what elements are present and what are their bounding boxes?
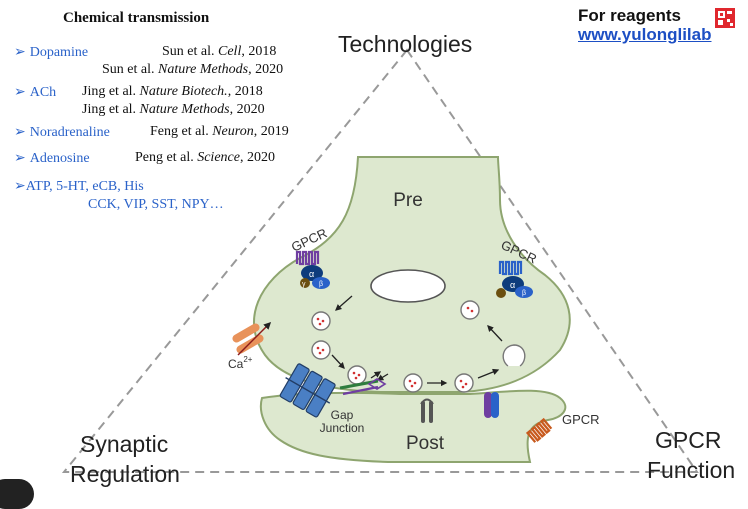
bullet-arrow-icon: ➢ <box>14 179 26 194</box>
corner-technologies: Technologies <box>338 31 473 57</box>
gap-junction-label-line2: Junction <box>320 421 365 435</box>
gap-junction-label-line1: Gap <box>331 408 354 422</box>
bullet-arrow-icon: ➢ <box>14 45 26 60</box>
citation: Peng et al. Science, 2020 <box>135 150 275 165</box>
vesicle <box>311 340 331 360</box>
citation: Sun et al. Cell, 2018 <box>162 44 277 59</box>
more-transmitters: ➢ATP, 5-HT, eCB, His CCK, VIP, SST, NPY… <box>14 179 224 212</box>
ionotropic-receptor-icon <box>484 392 499 418</box>
gpcr-post-label: GPCR <box>562 412 600 427</box>
gpcr-left-receptor-icon: α β γ <box>295 250 330 289</box>
reagents-label: For reagents <box>578 6 681 25</box>
corner-function: Function <box>647 457 736 483</box>
transmitter-name: Adenosine <box>29 151 90 166</box>
citation-line2: Jing et al. Nature Methods, 2020 <box>82 102 265 117</box>
corner-badge <box>0 479 34 509</box>
neurotransmitter-dots <box>316 306 474 389</box>
corner-gpcr: GPCR <box>655 427 722 453</box>
qr-code-icon[interactable] <box>714 7 736 29</box>
post-label: Post <box>406 433 445 454</box>
svg-text:β: β <box>522 290 526 297</box>
vesicle <box>460 300 480 320</box>
transmitter-name: Noradrenaline <box>29 125 110 140</box>
corner-synaptic: Synaptic <box>80 431 169 457</box>
flow-arrows <box>331 295 503 387</box>
citation-line2: Sun et al. Nature Methods, 2020 <box>102 62 284 77</box>
transmitter-name: Dopamine <box>29 45 89 60</box>
bullet-arrow-icon: ➢ <box>14 85 26 100</box>
endocytic-pit <box>502 344 526 367</box>
gpcr-right-receptor-icon: α β <box>496 260 533 298</box>
transmitter-name: ACh <box>29 85 57 100</box>
pre-label: Pre <box>393 190 423 211</box>
more-transmitters-line2: CCK, VIP, SST, NPY… <box>88 197 224 212</box>
ref-dopamine: ➢Dopamine Sun et al. Cell, 2018 <box>14 44 276 61</box>
vesicle <box>347 365 367 385</box>
ion-channel-receptor-icon <box>420 398 434 423</box>
ref-noradrenaline: ➢Noradrenaline Feng et al. Neuron, 2019 <box>14 124 289 141</box>
citation: Feng et al. Neuron, 2019 <box>150 124 289 139</box>
synapse-diagram: Pre Post GPCR α β γ GPCR α β Ca2+ <box>61 48 699 473</box>
svg-text:α: α <box>309 269 314 279</box>
concept-triangle <box>61 48 699 473</box>
svg-text:β: β <box>319 281 323 288</box>
calcium-label: Ca2+ <box>228 355 253 371</box>
ref-adenosine: ➢Adenosine Peng et al. Science, 2020 <box>14 150 275 167</box>
svg-text:α: α <box>510 280 515 290</box>
gpcr-cleft-icon <box>339 378 387 396</box>
organelle <box>370 269 446 303</box>
gpcr-post-receptor-icon <box>525 417 553 443</box>
vesicle <box>454 373 474 393</box>
corner-regulation: Regulation <box>70 461 180 487</box>
vesicles <box>311 300 480 393</box>
citation: Jing et al. Nature Biotech., 2018 <box>82 84 263 99</box>
ref-ach: ➢ACh Jing et al. Nature Biotech., 2018 <box>14 84 263 101</box>
bullet-arrow-icon: ➢ <box>14 151 26 166</box>
vesicle <box>403 373 423 393</box>
panel-title: Chemical transmission <box>63 10 210 26</box>
vesicle <box>311 311 331 331</box>
bullet-arrow-icon: ➢ <box>14 125 26 140</box>
svg-text:γ: γ <box>302 281 306 288</box>
reagents-link[interactable]: www.yulonglilab <box>578 25 712 44</box>
gap-junction-icon <box>279 363 336 418</box>
calcium-channel-icon <box>232 321 272 356</box>
